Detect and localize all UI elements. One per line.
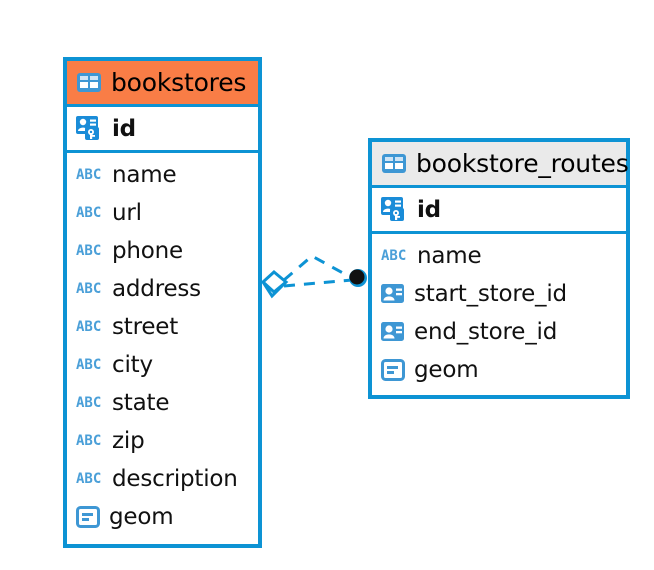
entity-field-label: geom: [414, 357, 479, 383]
entity-primary-key-row[interactable]: id: [67, 107, 258, 153]
entity-field-row[interactable]: ABC name: [67, 156, 258, 194]
abc-glyph: ABC: [76, 167, 102, 183]
geometry-icon: [381, 359, 405, 381]
entity-field-label: geom: [109, 504, 174, 530]
entity-field-row[interactable]: ABC street: [67, 308, 258, 346]
abc-glyph: ABC: [76, 243, 102, 259]
entity-field-list: ABC name ABC url ABC phone ABC: [67, 153, 258, 539]
abc-glyph: ABC: [381, 248, 407, 264]
relationship-line-lower: [283, 278, 353, 288]
entity-field-row[interactable]: ABC state: [67, 384, 258, 422]
entity-field-label: street: [112, 314, 179, 340]
geometry-icon: [76, 506, 100, 528]
entity-field-label: zip: [112, 428, 145, 454]
entity-field-label: city: [112, 352, 153, 378]
relationship-line-upper: [283, 254, 353, 282]
entity-title: bookstore_routes: [416, 149, 629, 178]
entity-field-label: start_store_id: [414, 281, 567, 307]
text-abc-icon: ABC: [76, 242, 103, 260]
entity-field-row[interactable]: ABC city: [67, 346, 258, 384]
text-abc-icon: ABC: [381, 247, 408, 265]
entity-header-bookstores[interactable]: bookstores: [67, 61, 258, 107]
entity-field-row[interactable]: ABC zip: [67, 422, 258, 460]
relationship-diamond-marker: [260, 270, 289, 294]
entity-field-row[interactable]: geom: [372, 351, 626, 389]
foreign-key-icon: [381, 322, 405, 342]
entity-field-label: name: [112, 162, 177, 188]
text-abc-icon: ABC: [76, 280, 103, 298]
text-abc-icon: ABC: [76, 394, 103, 412]
entity-field-row[interactable]: start_store_id: [372, 275, 626, 313]
entity-field-row[interactable]: end_store_id: [372, 313, 626, 351]
abc-glyph: ABC: [76, 433, 102, 449]
entity-table-bookstores[interactable]: bookstores id: [63, 57, 262, 548]
entity-field-label: url: [112, 200, 142, 226]
text-abc-icon: ABC: [76, 318, 103, 336]
abc-glyph: ABC: [76, 357, 102, 373]
entity-field-row[interactable]: geom: [67, 498, 258, 536]
entity-field-row[interactable]: ABC name: [372, 237, 626, 275]
entity-field-label: name: [417, 243, 482, 269]
abc-glyph: ABC: [76, 319, 102, 335]
entity-primary-key-label: id: [112, 115, 136, 142]
text-abc-icon: ABC: [76, 470, 103, 488]
entity-primary-key-label: id: [417, 196, 441, 223]
abc-glyph: ABC: [76, 471, 102, 487]
entity-title: bookstores: [111, 68, 247, 97]
text-abc-icon: ABC: [76, 204, 103, 222]
primary-key-icon: [76, 116, 103, 141]
entity-field-row[interactable]: ABC description: [67, 460, 258, 498]
table-icon: [76, 72, 102, 93]
entity-field-label: address: [112, 276, 201, 302]
entity-field-label: end_store_id: [414, 319, 558, 345]
abc-glyph: ABC: [76, 395, 102, 411]
text-abc-icon: ABC: [76, 432, 103, 450]
entity-field-list: ABC name start_store_id: [372, 234, 626, 392]
entity-field-row[interactable]: ABC phone: [67, 232, 258, 270]
abc-glyph: ABC: [76, 205, 102, 221]
relationship-dot-ring: [349, 269, 367, 287]
entity-field-row[interactable]: ABC url: [67, 194, 258, 232]
abc-glyph: ABC: [76, 281, 102, 297]
entity-header-bookstore-routes[interactable]: bookstore_routes: [372, 142, 629, 188]
foreign-key-icon: [381, 284, 405, 304]
relationship-dot-marker: [349, 269, 365, 285]
entity-primary-key-row[interactable]: id: [372, 188, 626, 234]
entity-table-bookstore-routes[interactable]: bookstore_routes id: [368, 138, 630, 399]
entity-field-label: phone: [112, 238, 183, 264]
entity-field-label: state: [112, 390, 170, 416]
text-abc-icon: ABC: [76, 166, 103, 184]
table-icon: [381, 153, 407, 174]
primary-key-icon: [381, 197, 408, 222]
entity-field-label: description: [112, 466, 238, 492]
text-abc-icon: ABC: [76, 356, 103, 374]
relationship-diamond-tail: [261, 280, 288, 299]
entity-field-row[interactable]: ABC address: [67, 270, 258, 308]
